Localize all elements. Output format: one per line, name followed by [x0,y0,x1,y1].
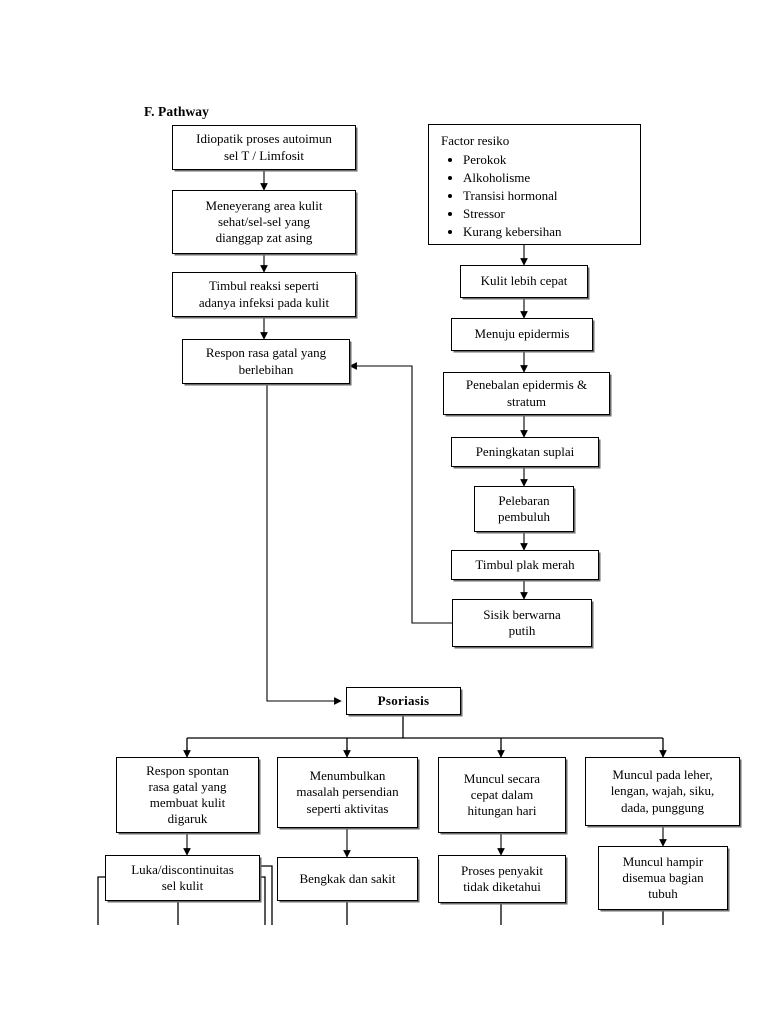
node-bengkak-dan-sakit: Bengkak dan sakit [277,857,418,901]
node-respon-spontan: Respon spontan rasa gatal yang membuat k… [116,757,259,833]
node-sisik-putih-text: Sisik berwarna putih [483,606,561,638]
node-respon-rasa-gatal: Respon rasa gatal yang berlebihan [182,339,350,384]
edge-psoriasis-branch [186,713,664,757]
node-sisik-berwarna-putih: Sisik berwarna putih [452,599,592,647]
node-masalah-persendian-text: Menumbulkan masalah persendian seperti a… [296,768,399,816]
node-meneyerang-text: Meneyerang area kulit sehat/sel-sel yang… [205,197,323,246]
node-pelebaran-pembuluh: Pelebaran pembuluh [474,486,574,532]
node-bengkak-text: Bengkak dan sakit [299,870,396,886]
node-muncul-secara-cepat: Muncul secara cepat dalam hitungan hari [438,757,566,833]
list-item: Alkoholisme [463,169,630,187]
edge-respon-to-psoriasis [266,378,342,705]
factor-resiko-title: Factor resiko [441,133,510,148]
node-kulit-lebih-cepat-text: Kulit lebih cepat [480,273,568,289]
node-muncul-cepat-text: Muncul secara cepat dalam hitungan hari [463,770,541,819]
list-item: Perokok [463,151,630,169]
node-muncul-hampir-disemua: Muncul hampir disemua bagian tubuh [598,846,728,910]
edge-sisik-to-respon-feedback [349,362,452,624]
node-psoriasis: Psoriasis [346,687,461,715]
edge-luka-right-branch-inner [260,876,266,925]
node-respon-spontan-text: Respon spontan rasa gatal yang membuat k… [146,762,229,827]
node-psoriasis-text: Psoriasis [377,692,430,708]
node-luka-text: Luka/discontinuitas sel kulit [131,861,234,893]
node-menuju-epidermis-text: Menuju epidermis [474,326,570,342]
node-respon-rasa-gatal-text: Respon rasa gatal yang berlebihan [205,345,327,377]
node-pelebaran-text: Pelebaran pembuluh [498,492,550,524]
node-timbul-reaksi: Timbul reaksi seperti adanya infeksi pad… [172,272,356,317]
list-item: Stressor [463,205,630,223]
node-kulit-lebih-cepat: Kulit lebih cepat [460,265,588,298]
edge-luka-left-branch [97,876,105,925]
node-penebalan-epidermis: Penebalan epidermis & stratum [443,372,610,415]
node-idiopatik-text: Idiopatik proses autoimun sel T / Limfos… [196,131,332,163]
node-masalah-persendian: Menumbulkan masalah persendian seperti a… [277,757,418,828]
node-meneyerang-area-kulit: Meneyerang area kulit sehat/sel-sel yang… [172,190,356,254]
list-item: Transisi hormonal [463,187,630,205]
node-timbul-plak-merah-text: Timbul plak merah [475,556,575,572]
node-factor-resiko: Factor resiko Perokok Alkoholisme Transi… [428,124,641,245]
node-peningkatan-suplai: Peningkatan suplai [451,437,599,467]
node-timbul-plak-merah: Timbul plak merah [451,550,599,580]
node-penebalan-text: Penebalan epidermis & stratum [465,377,588,409]
node-proses-penyakit-text: Proses penyakit tidak diketahui [461,862,543,894]
edge-luka-right-branch-outer [260,865,273,925]
node-peningkatan-suplai-text: Peningkatan suplai [475,443,575,459]
node-muncul-hampir-text: Muncul hampir disemua bagian tubuh [622,853,704,902]
node-timbul-reaksi-text: Timbul reaksi seperti adanya infeksi pad… [198,278,330,310]
node-luka-discontinuitas: Luka/discontinuitas sel kulit [105,855,260,901]
node-proses-penyakit: Proses penyakit tidak diketahui [438,855,566,903]
factor-resiko-list: Perokok Alkoholisme Transisi hormonal St… [441,151,630,241]
node-menuju-epidermis: Menuju epidermis [451,318,593,351]
node-muncul-pada-leher: Muncul pada leher, lengan, wajah, siku, … [585,757,740,826]
node-idiopatik-proses-autoimun: Idiopatik proses autoimun sel T / Limfos… [172,125,356,170]
list-item: Kurang kebersihan [463,223,630,241]
page-title: F. Pathway [144,104,210,119]
node-muncul-leher-text: Muncul pada leher, lengan, wajah, siku, … [610,767,715,815]
